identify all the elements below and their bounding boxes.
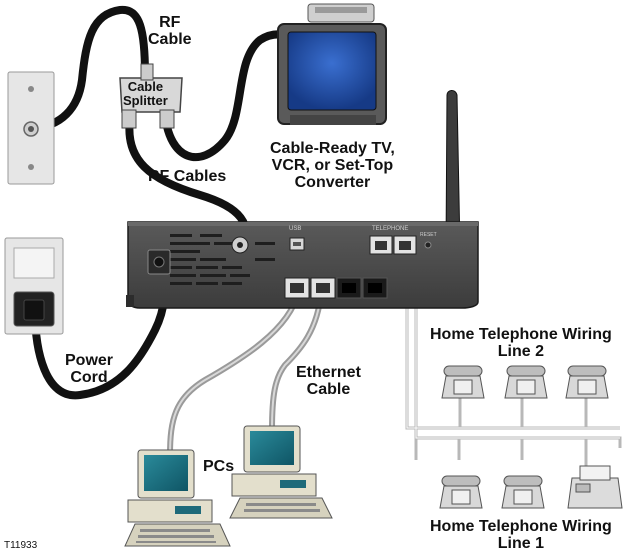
telephones-line1	[440, 476, 544, 508]
power-label-line1: Power	[65, 352, 113, 369]
home-telephone-wiring-line1-label: Home Telephone Wiring Line 1	[430, 518, 612, 552]
home-wiring-2-line1: Home Telephone Wiring	[430, 326, 612, 343]
ethernet-label-line1: Ethernet	[296, 364, 361, 381]
splitter-label-line2: Splitter	[123, 94, 168, 108]
rf-cable-label: RF Cable	[148, 14, 192, 48]
home-telephone-wiring-line2-label: Home Telephone Wiring Line 2	[430, 326, 612, 360]
tv-label: Cable-Ready TV, VCR, or Set-Top Converte…	[270, 140, 395, 191]
power-cord-label: Power Cord	[65, 352, 113, 386]
tv-label-line3: Converter	[270, 174, 395, 191]
home-wiring-1-line1: Home Telephone Wiring	[430, 518, 612, 535]
cable-splitter-label: Cable Splitter	[123, 80, 168, 108]
rf-cables-label: RF Cables	[148, 168, 226, 185]
tv-label-line1: Cable-Ready TV,	[270, 140, 395, 157]
power-outlet	[5, 238, 63, 334]
power-label-line2: Cord	[65, 369, 113, 386]
telephone-port-label: TELEPHONE	[372, 226, 408, 232]
rf-cable-label-line1: RF	[148, 14, 192, 31]
tv-label-line2: VCR, or Set-Top	[270, 157, 395, 174]
ethernet-cable-label: Ethernet Cable	[296, 364, 361, 398]
pcs-label: PCs	[203, 458, 234, 475]
television	[278, 4, 386, 125]
reset-label: RESET	[420, 232, 437, 238]
splitter-label-line1: Cable	[123, 80, 168, 94]
rf-cable-label-line2: Cable	[148, 31, 192, 48]
home-wiring-2-line2: Line 2	[430, 343, 612, 360]
figure-id: T11933	[4, 540, 37, 551]
wall-coax-outlet	[8, 72, 54, 184]
ethernet-label-line2: Cable	[296, 381, 361, 398]
telephones-line2	[442, 366, 608, 398]
usb-port-label: USB	[289, 226, 301, 232]
rf-and-power-cables	[35, 10, 300, 395]
pc-2	[230, 426, 332, 518]
fax-machine	[568, 466, 622, 508]
home-wiring-1-line2: Line 1	[430, 535, 612, 552]
